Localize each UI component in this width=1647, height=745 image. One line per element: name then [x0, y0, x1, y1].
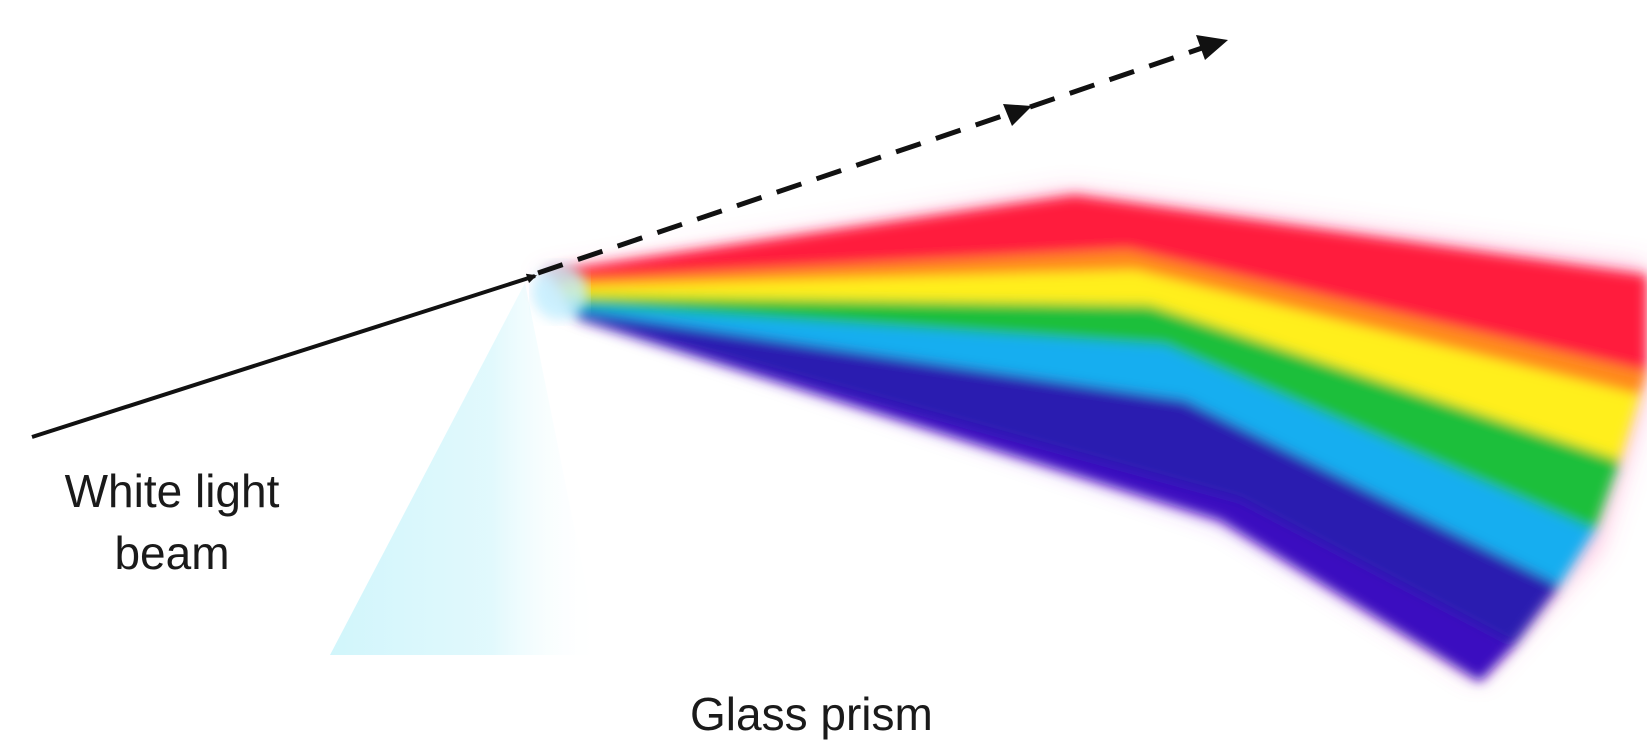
- spectrum-bands: [545, 195, 1647, 682]
- dashed-arrowhead-2: [1196, 35, 1228, 60]
- band-orange: [555, 250, 1647, 395]
- white-light-label-line2: beam: [114, 527, 230, 579]
- glass-prism-label: Glass prism: [690, 688, 933, 740]
- entry-highlight: [532, 264, 588, 320]
- band-cyan: [568, 304, 1595, 585]
- dashed-arrowhead-1: [1003, 104, 1032, 126]
- undeviated-path: [537, 107, 1021, 276]
- incident-beam: [31, 273, 537, 439]
- band-yellow: [560, 270, 1640, 460]
- white-light-label: White light beam: [22, 460, 322, 584]
- band-green: [565, 296, 1620, 530]
- band-red: [545, 195, 1647, 372]
- white-light-label-line1: White light: [64, 465, 280, 517]
- glass-prism: [330, 283, 600, 655]
- undeviated-path-continued: [1029, 44, 1206, 110]
- band-indigo: [572, 310, 1560, 645]
